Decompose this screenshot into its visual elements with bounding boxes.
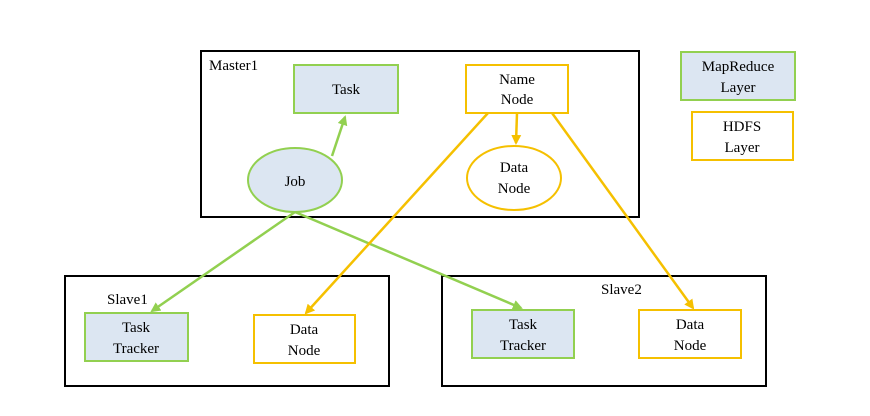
legend-hdfs-box <box>691 111 794 161</box>
arrow-job-to-slave2-tasktracker <box>294 210 523 310</box>
slave1-tasktracker-node <box>84 312 189 362</box>
master-job-label: Job <box>285 174 306 190</box>
slave1-datanode-label-1: Data <box>290 322 319 338</box>
arrow-job-to-task <box>330 115 348 157</box>
slave2-tasktracker-node <box>471 309 575 359</box>
legend-hdfs-label-2: Layer <box>725 140 760 156</box>
arrow-namenode-to-master-datanode <box>511 112 522 145</box>
master-task-node <box>293 64 399 114</box>
slave1-label: Slave1 <box>107 292 148 308</box>
master-datanode-label-1: Data <box>500 160 529 176</box>
slave1-tasktracker-label-2: Tracker <box>113 341 159 357</box>
legend-hdfs-label-1: HDFS <box>723 119 761 135</box>
slave2-label: Slave2 <box>601 282 642 298</box>
master-container <box>200 50 640 218</box>
slave2-datanode-label-2: Node <box>674 338 707 354</box>
master-datanode-label-2: Node <box>498 181 531 197</box>
slave1-tasktracker-label-1: Task <box>122 320 151 336</box>
master-datanode-node <box>466 145 562 211</box>
arrow-job-to-slave1-tasktracker <box>150 210 296 313</box>
slave1-datanode-node <box>253 314 356 364</box>
slave1-datanode-label-2: Node <box>288 343 321 359</box>
slave2-datanode-node <box>638 309 742 359</box>
legend-mapreduce-label-2: Layer <box>721 80 756 96</box>
slave2-tasktracker-label-1: Task <box>509 317 538 333</box>
master-task-label: Task <box>332 82 361 98</box>
arrow-namenode-to-slave2-datanode <box>550 112 695 310</box>
arrow-namenode-to-slave1-datanode <box>304 112 489 315</box>
master-label: Master1 <box>209 58 258 74</box>
slave2-datanode-label-1: Data <box>676 317 705 333</box>
slave2-tasktracker-label-2: Tracker <box>500 338 546 354</box>
legend-mapreduce-label-1: MapReduce <box>702 59 775 75</box>
master-namenode-label-1: Name <box>499 72 535 88</box>
legend-mapreduce-box <box>680 51 796 101</box>
slave2-container <box>441 275 767 387</box>
slave1-container <box>64 275 390 387</box>
master-namenode-label-2: Node <box>501 92 534 108</box>
